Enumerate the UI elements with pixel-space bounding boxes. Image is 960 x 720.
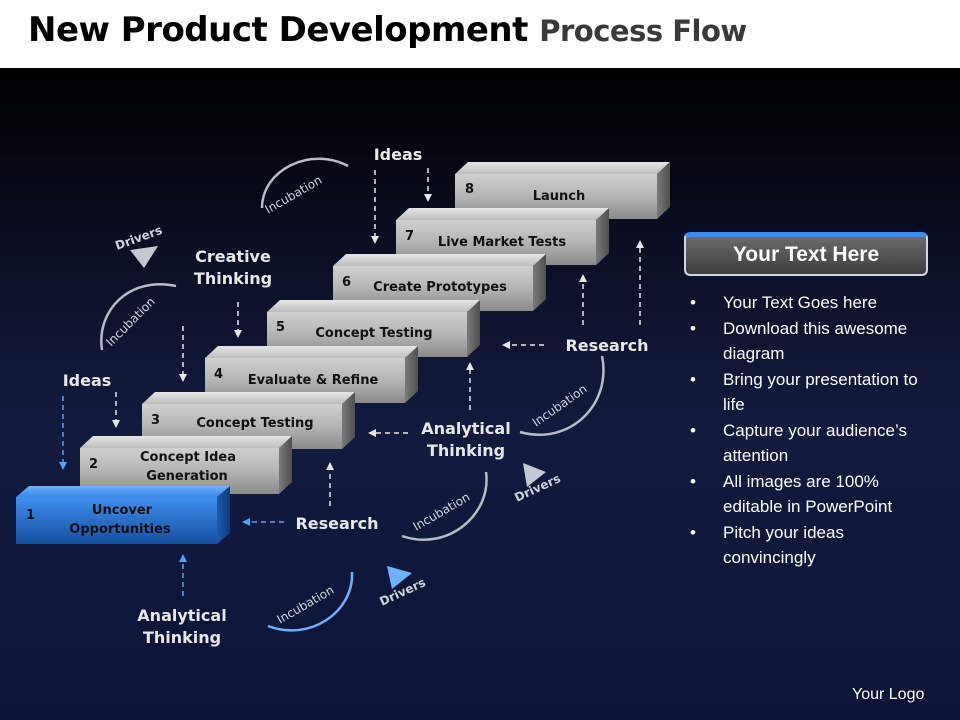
step-8-block: 8 Launch: [455, 162, 670, 219]
step-1-block: 1 Uncover Opportunities: [16, 486, 230, 544]
step-2-label-line2: Generation: [146, 469, 228, 484]
incubation-arc-2: [100, 283, 177, 351]
title-sub: Process Flow: [539, 14, 747, 48]
incubation-label-3: Incubation: [530, 382, 590, 430]
diagram-stage: 8 Launch 7 Live Market Tests 6 Create Pr…: [0, 68, 960, 720]
bullet-dot-icon: •: [690, 420, 696, 440]
bullet-text: Capture your audience’s attention: [723, 420, 907, 466]
step-7-number: 7: [405, 229, 414, 244]
incubation-arc-3: [519, 355, 605, 436]
step-6-number: 6: [342, 275, 351, 290]
bullet-dot-icon: •: [690, 369, 696, 389]
bullet-text: Bring your presentation to life: [723, 369, 918, 415]
bullet-list: • Your Text Goes here • Download this awes…: [690, 290, 940, 571]
step-2-number: 2: [89, 457, 98, 472]
bullet-item: • All images are 100% editable in PowerPo…: [690, 469, 940, 520]
page-title: New Product Development Process Flow: [28, 10, 747, 50]
creative-label-line2: Thinking: [194, 269, 272, 288]
drivers-triangle-1: [130, 246, 158, 268]
analytical-bottom-label-line1: Analytical: [137, 606, 226, 625]
bullet-item: • Bring your presentation to life: [690, 367, 940, 418]
blue-dashed-arrows: [59, 396, 284, 596]
bullet-item: • Your Text Goes here: [690, 290, 940, 316]
bullet-text: All images are 100% editable in PowerPoi…: [723, 471, 893, 517]
bullet-text: Pitch your ideas convincingly: [723, 522, 844, 568]
step-4-label: Evaluate & Refine: [248, 373, 379, 388]
step-3-number: 3: [151, 413, 160, 428]
step-1-number: 1: [26, 508, 35, 523]
incubation-arcs: [100, 157, 605, 632]
incubation-arc-1: [260, 157, 349, 209]
step-1-label-line1: Uncover: [92, 503, 153, 518]
drivers-triangle-3: [387, 566, 412, 589]
step-3-label: Concept Testing: [196, 416, 313, 431]
step-2-block: 2 Concept Idea Generation: [80, 436, 292, 494]
bullet-text: Your Text Goes here: [723, 293, 878, 312]
step-5-number: 5: [276, 320, 285, 335]
creative-label-line1: Creative: [195, 247, 271, 266]
text-box-header: Your Text Here: [684, 232, 928, 276]
bullet-item: • Download this awesome diagram: [690, 316, 940, 367]
analytical-bottom-label-line2: Thinking: [143, 628, 221, 647]
header: New Product Development Process Flow: [0, 0, 960, 68]
ideas-left-label: Ideas: [63, 371, 112, 390]
step-8-label: Launch: [533, 189, 586, 204]
title-main: New Product Development: [28, 10, 528, 50]
step-1-label-line2: Opportunities: [69, 522, 171, 537]
incubation-label-2: Incubation: [103, 294, 158, 349]
step-6-label: Create Prototypes: [373, 280, 507, 295]
bullet-dot-icon: •: [690, 318, 696, 338]
step-2-label-line1: Concept Idea: [140, 450, 236, 465]
step-4-block: 4 Evaluate & Refine: [205, 346, 418, 403]
ideas-top-label: Ideas: [374, 145, 423, 164]
bullet-dot-icon: •: [690, 471, 696, 491]
analytical-mid-label-line2: Thinking: [427, 441, 505, 460]
logo-placeholder: Your Logo: [852, 686, 925, 703]
bullet-text: Download this awesome diagram: [723, 318, 908, 364]
research-bottom-label: Research: [295, 514, 378, 533]
incubation-arc-5: [267, 571, 354, 632]
dashed-arrows: [112, 168, 644, 506]
step-7-label: Live Market Tests: [438, 235, 566, 250]
drivers-triangle-2: [523, 463, 546, 487]
process-flow-diagram: 8 Launch 7 Live Market Tests 6 Create Pr…: [16, 145, 670, 647]
bullet-dot-icon: •: [690, 522, 696, 542]
step-3-block: 3 Concept Testing: [142, 392, 355, 449]
bullet-item: • Capture your audience’s attention: [690, 418, 940, 469]
bullet-item: • Pitch your ideas convincingly: [690, 520, 940, 571]
bullet-dot-icon: •: [690, 293, 696, 312]
step-5-label: Concept Testing: [315, 326, 432, 341]
step-4-number: 4: [214, 367, 223, 382]
incubation-arc-4: [401, 471, 488, 541]
analytical-mid-label-line1: Analytical: [421, 419, 510, 438]
step-8-number: 8: [465, 182, 474, 197]
research-right-label: Research: [565, 336, 648, 355]
